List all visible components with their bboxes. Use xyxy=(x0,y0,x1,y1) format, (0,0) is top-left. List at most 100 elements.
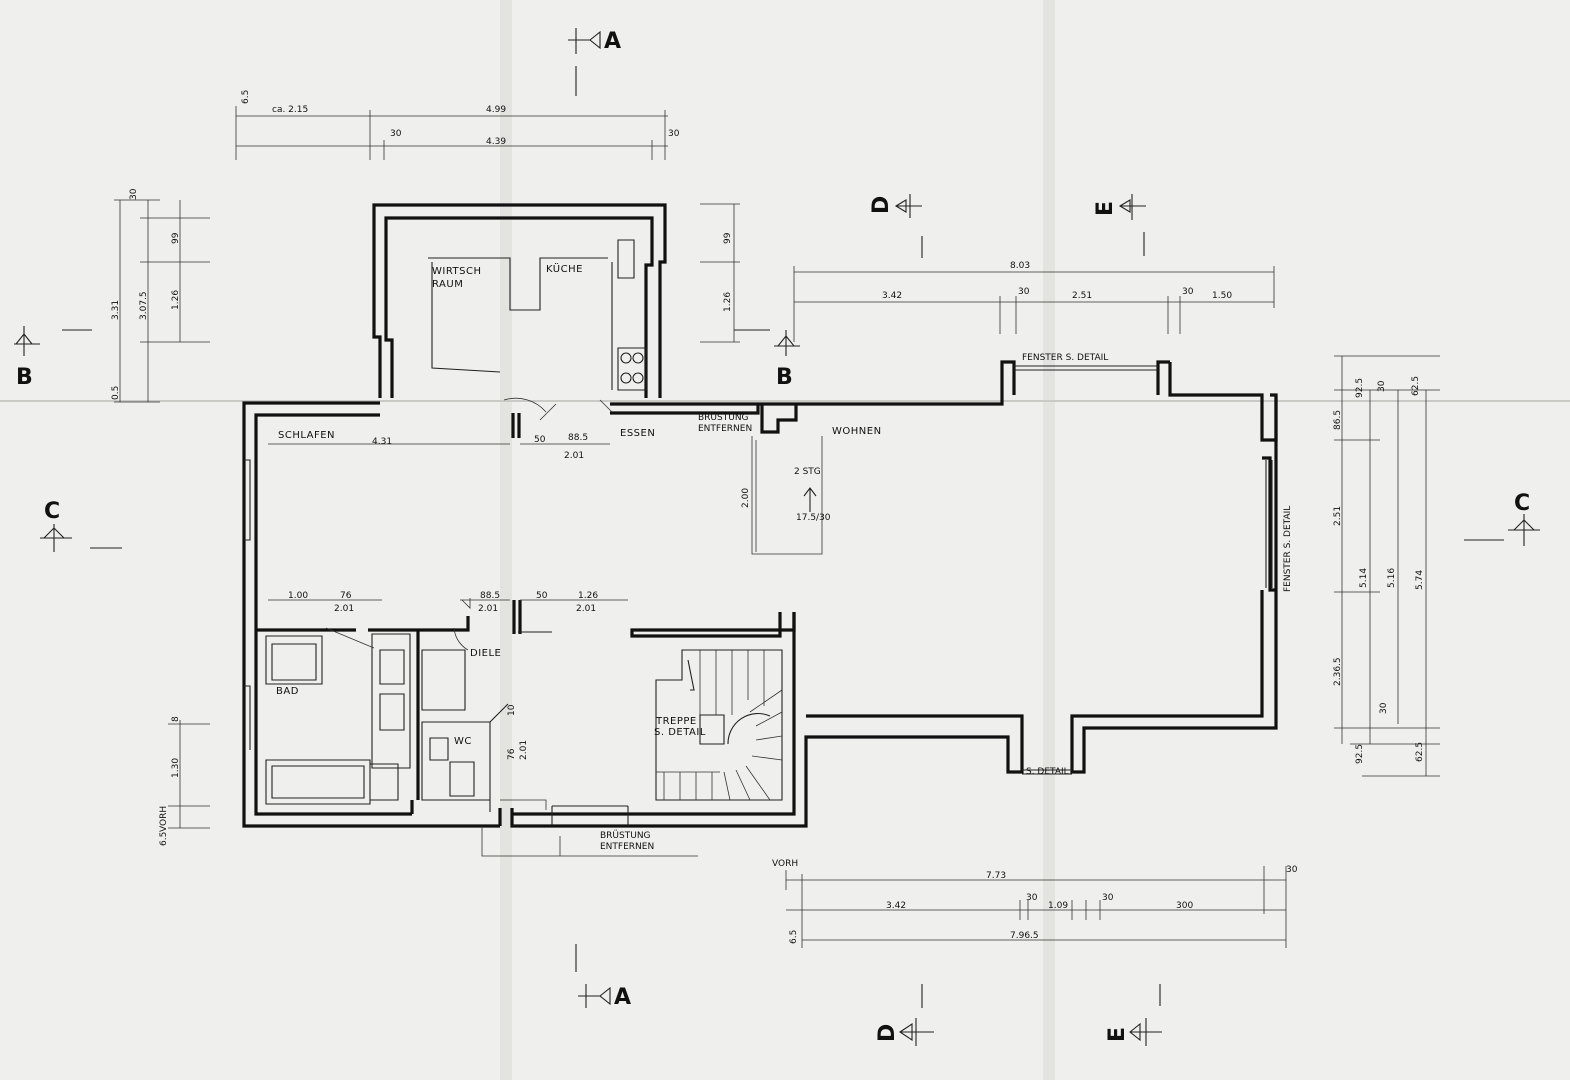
section-label-b-left: B xyxy=(16,365,33,390)
dim-bed-201: 2.01 xyxy=(334,604,354,614)
dim-essen-201: 2.01 xyxy=(564,451,584,461)
dim-right-30b: 30 xyxy=(1379,702,1389,714)
dim-right-574: 5.74 xyxy=(1415,570,1425,590)
section-marker-e-top: E xyxy=(1093,194,1146,220)
dim-top-499: 4.99 xyxy=(486,105,506,115)
dim-left-3075: 3.07.5 xyxy=(139,291,149,320)
note-vorh-left: VORH xyxy=(159,806,169,832)
dim-mid-126: 1.26 xyxy=(723,292,733,312)
room-label-bad: BAD xyxy=(276,686,299,697)
dim-left-331: 3.31 xyxy=(111,300,121,320)
section-label-d-bottom: D xyxy=(875,1024,900,1042)
dim-right-865: 86.5 xyxy=(1333,410,1343,430)
section-marker-d-top: D xyxy=(869,194,922,218)
dim-bot-7965: 7.96.5 xyxy=(1010,931,1039,941)
interior-walls xyxy=(244,239,1273,857)
section-marker-c-right: C xyxy=(1508,491,1540,546)
room-label-diele: DIELE xyxy=(470,648,501,659)
dim-essen-50: 50 xyxy=(534,435,546,445)
room-label-treppe: TREPPE xyxy=(655,716,697,727)
dim-left-99: 99 xyxy=(171,232,181,244)
dim-liv-803: 8.03 xyxy=(1010,261,1030,271)
dim-essen-885: 88.5 xyxy=(568,433,588,443)
section-marker-a-top: A xyxy=(568,28,621,54)
section-marker-e-bottom: E xyxy=(1105,1018,1162,1046)
note-s-detail: S. DETAIL xyxy=(1026,767,1069,777)
dim-left-05: 0.5 xyxy=(111,386,121,400)
section-label-b-right: B xyxy=(776,365,793,390)
note-bruestung-bottom: BRÜSTUNG xyxy=(600,830,651,841)
dim-liv-150: 1.50 xyxy=(1212,291,1232,301)
dim-diele-885: 88.5 xyxy=(480,591,500,601)
dim-bot-109: 1.09 xyxy=(1048,901,1068,911)
section-label-a-bottom: A xyxy=(614,985,631,1010)
dim-top-30a: 30 xyxy=(390,129,402,139)
section-label-c-right: C xyxy=(1514,491,1530,516)
dim-wc-201: 2.01 xyxy=(519,740,529,760)
dim-liv-30a: 30 xyxy=(1018,287,1030,297)
dim-right-2365: 2.36.5 xyxy=(1333,657,1343,686)
note-fenster-top: FENSTER S. DETAIL xyxy=(1022,353,1108,363)
section-markers: A A B B C C D D E xyxy=(14,28,1540,1046)
dim-right-251: 2.51 xyxy=(1333,506,1343,526)
section-marker-d-bottom: D xyxy=(875,1018,934,1046)
section-label-e-top: E xyxy=(1093,201,1118,216)
dim-diele-126: 1.26 xyxy=(578,591,598,601)
section-label-d-top: D xyxy=(869,196,894,214)
dim-bot-30a: 30 xyxy=(1286,865,1298,875)
dim-bad-65: 6.5 xyxy=(159,832,169,846)
dimension-lines xyxy=(62,66,1504,1008)
note-fenster-right: FENSTER S. DETAIL xyxy=(1283,506,1293,592)
dim-diele-201b: 2.01 xyxy=(576,604,596,614)
note-vorh-bottom: VORH xyxy=(772,859,798,869)
dim-top-ca215: ca. 2.15 xyxy=(272,105,308,115)
dim-schl-431: 4.31 xyxy=(372,437,392,447)
note-entfernen-top: ENTFERNEN xyxy=(698,424,752,434)
dim-diele-50: 50 xyxy=(536,591,548,601)
dim-liv-342: 3.42 xyxy=(882,291,902,301)
room-label-raum: RAUM xyxy=(432,279,463,290)
note-entfernen-bottom: ENTFERNEN xyxy=(600,842,654,852)
dim-right-514a: 5.14 xyxy=(1359,568,1369,588)
dim-diele-201: 2.01 xyxy=(478,604,498,614)
dim-bad-130: 1.30 xyxy=(171,758,181,778)
dim-bot-30c: 30 xyxy=(1102,893,1114,903)
dim-wc-10: 10 xyxy=(507,704,517,716)
dim-bot-30b: 30 xyxy=(1026,893,1038,903)
room-label-wc: WC xyxy=(454,736,472,747)
dim-bad-8: 8 xyxy=(171,716,181,722)
dim-right-30a: 30 xyxy=(1377,380,1387,392)
dim-right-625b: 62.5 xyxy=(1415,742,1425,762)
room-label-wirtsch: WIRTSCH xyxy=(432,266,482,277)
dim-liv-30b: 30 xyxy=(1182,287,1194,297)
note-stg: 2 STG xyxy=(794,467,821,477)
section-label-c-left: C xyxy=(44,499,60,524)
dim-left-30: 30 xyxy=(129,188,139,200)
exterior-walls xyxy=(242,203,1278,828)
note-bruestung-top: BRÜSTUNG xyxy=(698,412,749,423)
room-label-schlafen: SCHLAFEN xyxy=(278,430,335,441)
section-marker-b-left: B xyxy=(14,326,40,390)
dim-bot-773: 7.73 xyxy=(986,871,1006,881)
dim-liv-251: 2.51 xyxy=(1072,291,1092,301)
room-label-treppe-detail: S. DETAIL xyxy=(654,727,706,738)
room-label-essen: ESSEN xyxy=(620,428,655,439)
room-labels: WIRTSCH RAUM KÜCHE SCHLAFEN ESSEN WOHNEN… xyxy=(276,262,881,747)
section-label-e-bottom: E xyxy=(1105,1027,1130,1042)
dimension-labels: 6.5 ca. 2.15 4.99 30 30 4.39 30 3.31 3.0… xyxy=(111,90,1425,944)
dim-bot-342: 3.42 xyxy=(886,901,906,911)
section-marker-a-bottom: A xyxy=(578,984,631,1010)
dim-wc-76: 76 xyxy=(507,748,517,760)
dim-right-625a: 62.5 xyxy=(1411,376,1421,396)
dim-bot-300: 300 xyxy=(1176,901,1193,911)
dim-right-925a: 92.5 xyxy=(1355,378,1365,398)
plan-notes: BRÜSTUNG ENTFERNEN BRÜSTUNG ENTFERNEN FE… xyxy=(159,353,1293,869)
dim-bot-65: 6.5 xyxy=(789,930,799,944)
dim-bed-76: 76 xyxy=(340,591,352,601)
section-marker-c-left: C xyxy=(40,499,72,552)
dim-right-516: 5.16 xyxy=(1387,568,1397,588)
dim-right-925b: 92.5 xyxy=(1355,744,1365,764)
section-marker-b-right: B xyxy=(774,330,800,390)
